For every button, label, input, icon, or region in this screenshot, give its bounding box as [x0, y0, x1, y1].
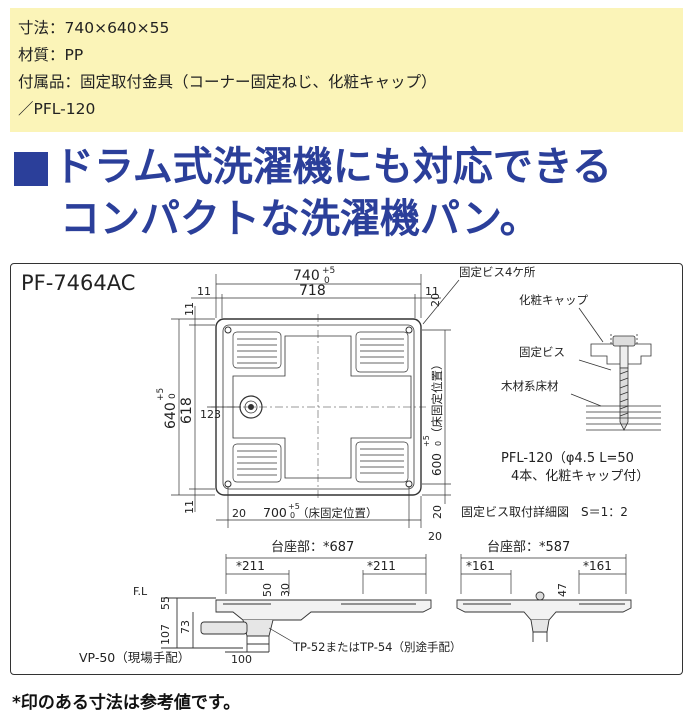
footnote: *印のある寸法は参考値です。 — [12, 693, 241, 713]
detail-label-floor: 木材系床材 — [501, 379, 559, 393]
dim-fix-width-tol-upper: +5 — [288, 502, 300, 511]
section-left-base-label: 台座部：*687 — [271, 540, 354, 555]
dim-drain-offset: 123 — [200, 408, 221, 421]
dim-fix-width: 700 — [263, 505, 287, 520]
section-left-dim-30: 30 — [279, 583, 292, 597]
section-left-label-vp: VP-50（現場手配） — [79, 650, 190, 665]
dim-fix-width-note: （床固定位置） — [297, 506, 378, 520]
detail-label-screw: 固定ビス — [519, 345, 565, 359]
dim-total-height: 640 — [163, 402, 179, 429]
dim-inner-width: 718 — [299, 283, 326, 299]
technical-drawing: PF-7464AC — [10, 263, 683, 675]
spec-dimensions: 寸法：740×640×55 — [18, 19, 170, 37]
dim-edge-right-20: 20 — [431, 505, 444, 519]
detail-part-spec-2: 4本、化粧キャップ付） — [511, 469, 649, 484]
detail-drawing — [570, 307, 661, 431]
top-view — [211, 314, 426, 500]
dim-fix-height-tol-lower: 0 — [434, 441, 443, 446]
dim-margin-top: 11 — [183, 302, 196, 316]
dim-edge-right-20b: 20 — [428, 530, 442, 543]
spec-accessories: 付属品：固定取付金具（コーナー固定ねじ、化粧キャップ） — [18, 73, 437, 91]
headline: ドラム式洗濯機にも対応できる コンパクトな洗濯機パン。 — [12, 143, 682, 253]
headline-line-1: ドラム式洗濯機にも対応できる — [54, 144, 612, 190]
section-right-drawing — [456, 591, 632, 642]
pan-recess — [232, 335, 412, 479]
spec-box: 寸法：740×640×55 材質：PP 付属品：固定取付金具（コーナー固定ねじ、… — [10, 8, 683, 132]
dim-fix-width-tol-lower: 0 — [290, 511, 295, 520]
leader-line — [268, 627, 294, 643]
dim-inner-height: 618 — [179, 397, 195, 424]
foot-pad-bl — [232, 443, 282, 483]
detail-part-spec-1: PFL-120（φ4.5 L=50 — [501, 451, 634, 466]
section-left-dim-right: *211 — [367, 559, 396, 573]
dim-margin-right: 11 — [425, 285, 439, 298]
dim-edge-left-20: 20 — [232, 507, 246, 520]
spec-material: 材質：PP — [18, 46, 84, 64]
detail-label-screws: 固定ビス4ケ所 — [459, 265, 536, 279]
section-right-dim-left: *161 — [466, 559, 495, 573]
section-left-dim-left: *211 — [236, 559, 265, 573]
section-left-dim-107: 107 — [159, 624, 172, 645]
corner-screw-icon — [405, 326, 413, 334]
corner-screw-icon — [224, 326, 232, 334]
detail-label-cap: 化粧キャップ — [519, 293, 588, 307]
leader-line — [422, 279, 460, 325]
section-left-dim-73: 73 — [179, 620, 192, 634]
dim-margin-left: 11 — [197, 285, 211, 298]
section-right-dim-47: 47 — [556, 583, 569, 597]
dim-total-width-tol-upper: +5 — [322, 266, 335, 276]
foot-pad-br — [355, 441, 409, 483]
foot-pad-tl — [232, 331, 282, 369]
section-right-base-label: 台座部：*587 — [487, 540, 570, 555]
detail-caption: 固定ビス取付詳細図 S＝1：2 — [461, 504, 628, 519]
section-left-dim-fl: F.L — [133, 585, 148, 598]
section-left-label-tp: TP-52またはTP-54（別途手配） — [292, 640, 461, 654]
dim-edge-top-20: 20 — [429, 293, 442, 307]
section-left-dim-100: 100 — [231, 653, 252, 666]
section-left-dim-50: 50 — [261, 583, 274, 597]
section-left-drawing — [161, 597, 432, 653]
dim-total-height-tol-lower: 0 — [168, 393, 178, 399]
drawing-svg: PF-7464AC — [21, 265, 661, 666]
foot-pad-tr — [355, 331, 409, 373]
dim-total-width: 740 — [293, 268, 320, 284]
headline-line-2: コンパクトな洗濯機パン。 — [60, 196, 540, 242]
spec-accessories-cont: ／PFL-120 — [18, 100, 96, 118]
model-name: PF-7464AC — [21, 271, 135, 295]
dim-fix-height-tol-upper: +5 — [422, 435, 431, 447]
dim-total-width-tol-lower: 0 — [324, 276, 330, 286]
dim-total-height-tol-upper: +5 — [156, 388, 166, 401]
dim-margin-bottom: 11 — [183, 500, 196, 514]
headline-square-icon — [14, 152, 48, 186]
section-right-dim-right: *161 — [583, 559, 612, 573]
dim-fix-height: 600 — [430, 453, 444, 476]
dim-fix-height-note: （床固定位置） — [430, 359, 444, 440]
section-left-dim-55: 55 — [159, 596, 172, 610]
